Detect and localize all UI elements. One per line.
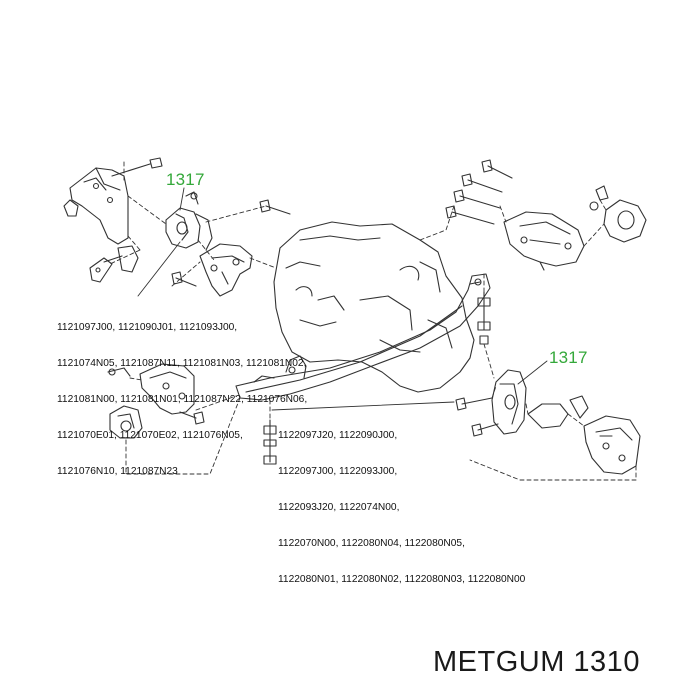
part-numbers-right-group: 1122097J20, 1122090J00, 1122097J00, 1122… xyxy=(278,406,525,610)
crossmember-stud-right xyxy=(477,291,491,345)
left-link-arm xyxy=(89,245,139,283)
part-numbers-line: 1121074N05, 1121087N11, 1121081N03, 1121… xyxy=(57,358,307,369)
part-numbers-line: 1122097J00, 1122093J00, xyxy=(278,466,398,477)
part-numbers-line: 1122093J20, 1122074N00, xyxy=(278,502,400,513)
lower-right-link xyxy=(527,395,589,429)
left-support-bracket xyxy=(199,243,253,297)
upper-left-insulator xyxy=(165,191,213,251)
part-numbers-line: 1121070E01, 1121070E02, 1121076N05, xyxy=(57,430,243,441)
leader-lines xyxy=(137,187,548,411)
part-numbers-left-group: 1121097J00, 1121090J01, 1121093J00, 1121… xyxy=(57,298,307,502)
part-numbers-line: 1121076N10, 1121087N23 xyxy=(57,466,178,477)
callout-label-upper-left: 1317 xyxy=(166,170,205,189)
part-numbers-line: 1121081N00, 1121081N01, 1121087N22, 1121… xyxy=(57,394,308,405)
part-numbers-line: 1122097J20, 1122090J00, xyxy=(278,430,398,441)
upper-left-bracket xyxy=(63,167,129,245)
lower-left-insulator xyxy=(109,405,143,439)
engine-block xyxy=(273,221,475,393)
lower-right-bracket xyxy=(583,415,641,475)
upper-right-bolts xyxy=(445,159,513,225)
part-numbers-line: 1122070N00, 1122080N04, 1122080N05, xyxy=(278,538,465,549)
brand-caption: METGUM 1310 xyxy=(433,646,640,678)
upper-right-bracket xyxy=(503,211,585,271)
lower-right-bolts xyxy=(455,397,499,437)
lower-left-bracket xyxy=(107,363,195,415)
callout-label-lower-right: 1317 xyxy=(549,348,588,367)
part-numbers-line: 1122080N01, 1122080N02, 1122080N03, 1122… xyxy=(278,574,526,585)
upper-right-insulator xyxy=(589,185,647,243)
upper-left-bolt xyxy=(111,157,163,177)
assembly-guide-lines xyxy=(109,159,637,481)
lower-left-bolt xyxy=(179,411,205,425)
left-small-bolts xyxy=(171,199,291,287)
lower-right-insulator xyxy=(491,369,527,435)
crossmember-stud-left xyxy=(263,419,277,465)
part-numbers-line: 1121097J00, 1121090J01, 1121093J00, xyxy=(57,322,238,333)
front-crossmember xyxy=(235,273,491,401)
